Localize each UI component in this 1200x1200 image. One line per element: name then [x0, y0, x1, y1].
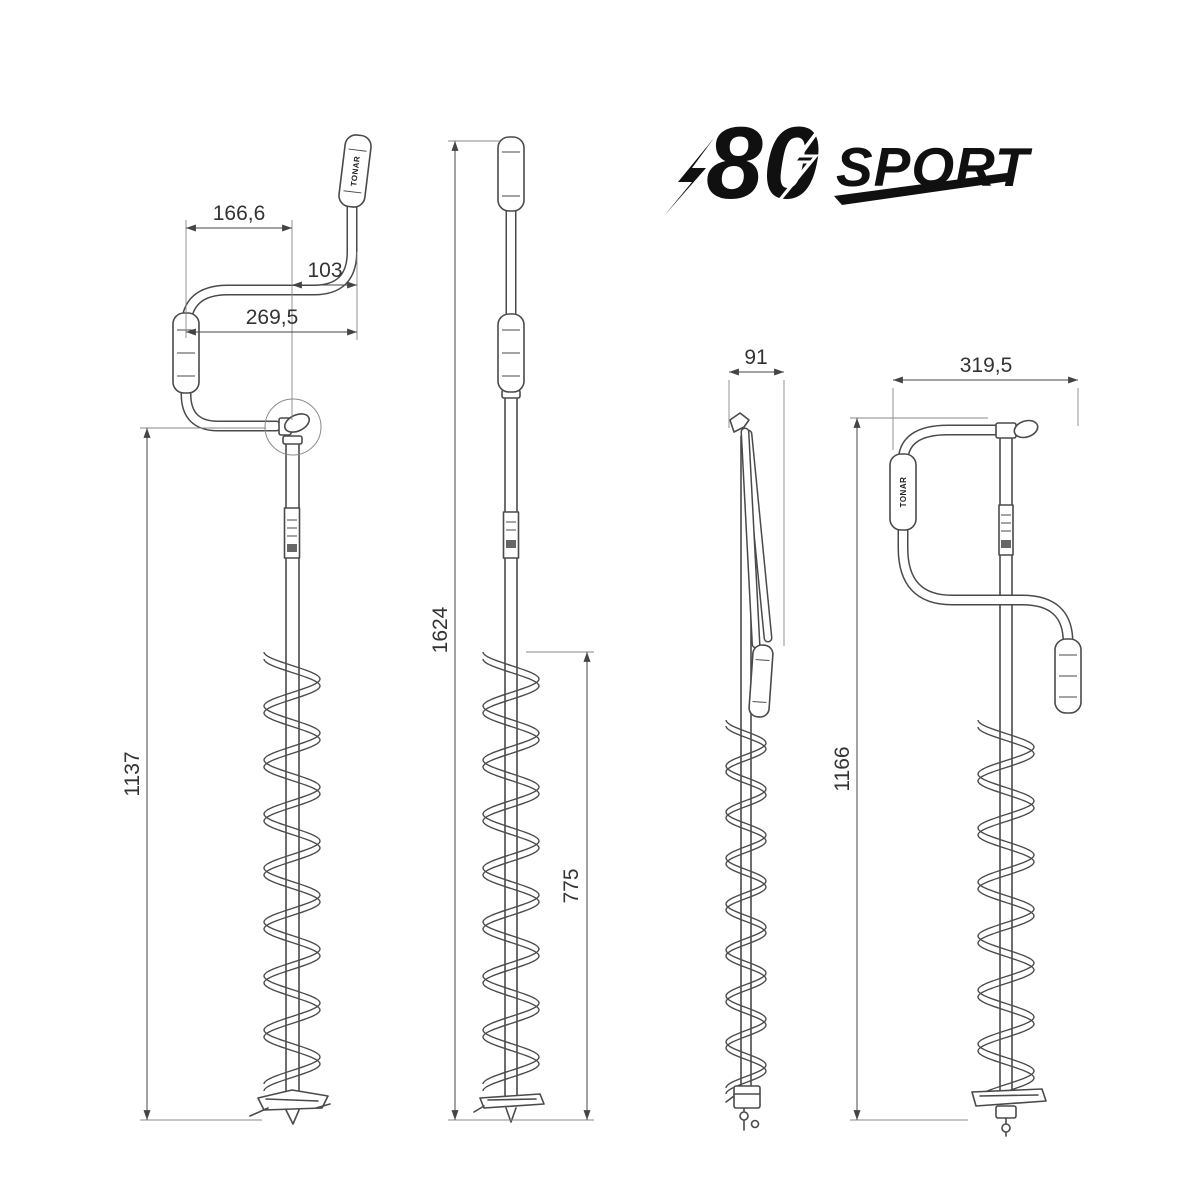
- dim-shaft-length: 1137: [121, 427, 266, 1121]
- dim-label: 1624: [429, 606, 452, 653]
- auger-spiral: [977, 719, 1035, 1106]
- dim-auger-length: 775: [526, 651, 594, 1120]
- lock-knob: [283, 413, 311, 433]
- lightning-bolt-icon: [768, 111, 834, 213]
- auger-spiral: [263, 651, 321, 1092]
- folding-joint: [264, 398, 322, 456]
- cutting-head: [971, 1088, 1047, 1137]
- dim-label: 166,6: [213, 202, 266, 225]
- crank-tube-lower: [899, 524, 1072, 646]
- logo-swoosh: [834, 172, 1014, 205]
- view-assembled: TONAR 319,5: [831, 354, 1082, 1137]
- top-grip: TONAR: [338, 134, 372, 208]
- dim-label: 103: [307, 259, 342, 282]
- crank-tube: [742, 429, 759, 647]
- detail-callout-circle: [264, 398, 322, 456]
- lightning-flash-icon: [664, 138, 714, 216]
- cutting-head: [473, 1093, 545, 1123]
- crank-tube: [182, 202, 356, 430]
- dim-crank-offset: 166,6: [185, 202, 293, 420]
- view-side-folded: 91: [725, 346, 785, 1131]
- dim-crank-total: 269,5: [186, 306, 357, 336]
- shaft-cap: [282, 435, 303, 445]
- crank-tube-upper: [899, 426, 1004, 474]
- dim-folded-width: 91: [728, 346, 785, 646]
- lock-knob: [1013, 419, 1039, 439]
- dim-label: 775: [560, 868, 583, 903]
- grip-brand-label: TONAR: [349, 155, 362, 187]
- dim-working-height: 1166: [831, 417, 988, 1121]
- mid-grip: [497, 313, 525, 393]
- upper-grip: TONAR: [889, 453, 917, 531]
- dim-label: 319,5: [960, 354, 1013, 377]
- lock-knob: [729, 412, 750, 433]
- bolt: [750, 1119, 760, 1129]
- folding-joint: [995, 419, 1039, 439]
- auger-spiral: [725, 719, 767, 1095]
- top-grip: [497, 136, 525, 212]
- auger-spiral: [482, 651, 540, 1092]
- grip-side: [748, 644, 774, 718]
- view-front-folded: TONAR 166,6: [121, 134, 372, 1125]
- dim-label: 91: [744, 346, 767, 369]
- dim-crank-width: 319,5: [892, 354, 1079, 450]
- dim-total-length: 1624: [429, 140, 594, 1121]
- view-extended: 1624 775: [429, 136, 594, 1123]
- bolt: [1001, 1123, 1011, 1133]
- grip-brand-label: TONAR: [899, 477, 908, 508]
- shaft-sticker: [502, 511, 520, 559]
- shaft-sticker: [283, 507, 301, 559]
- bolt: [739, 1111, 749, 1121]
- dim-grip-offset: 103: [292, 252, 358, 340]
- logo-80sport: 80 SPORT: [664, 106, 1032, 220]
- dim-label: 269,5: [246, 306, 299, 329]
- dim-label: 1137: [121, 751, 144, 796]
- shaft-sticker: [998, 504, 1014, 556]
- cutting-head: [249, 1089, 331, 1125]
- lower-grip: [1054, 638, 1082, 714]
- crank-tube-lower: [897, 522, 1074, 648]
- blade-clamp: [725, 1085, 761, 1131]
- dim-label: 1166: [831, 746, 854, 791]
